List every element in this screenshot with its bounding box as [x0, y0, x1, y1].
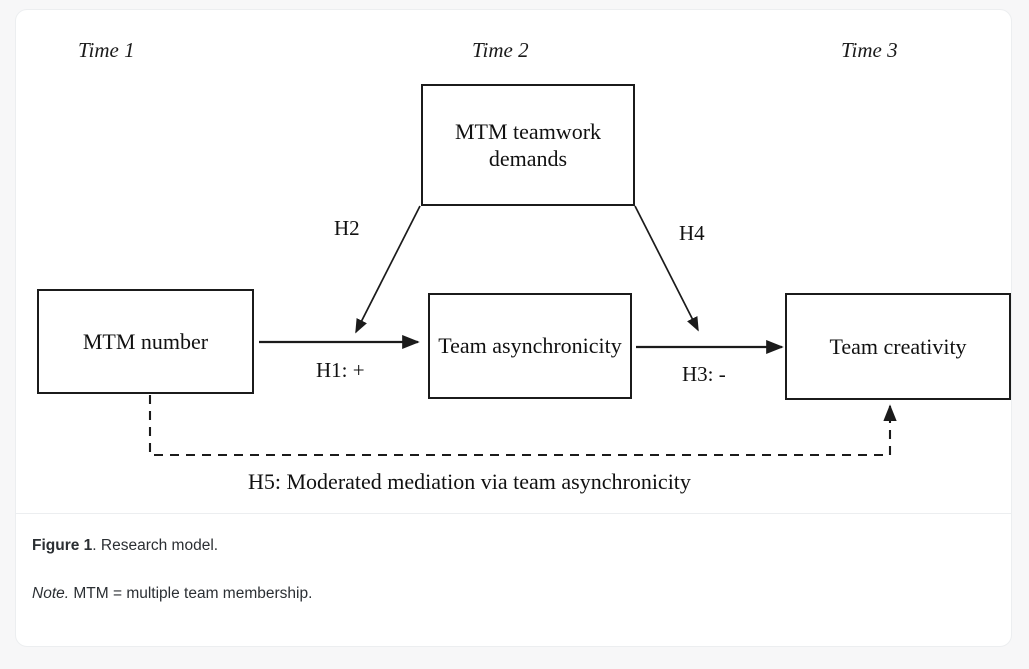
path-label-h4: H4 [679, 221, 705, 245]
research-model-diagram: Time 1 Time 2 Time 3 [16, 10, 1011, 513]
arrow-h2 [355, 205, 421, 334]
timeline-label-time-2: Time 2 [472, 38, 529, 62]
path-label-h2: H2 [334, 216, 360, 240]
figure-title: . Research model. [92, 537, 219, 554]
note-label: Note. [32, 585, 70, 603]
node-label: MTM teamwork demands [454, 118, 602, 172]
arrow-h5-dashed [148, 395, 897, 457]
timeline-label-time-3: Time 3 [841, 38, 898, 62]
figure-card: Time 1 Time 2 Time 3 [15, 9, 1012, 647]
path-label-h3: H3: - [682, 362, 726, 386]
figure-caption: Figure 1. Research model. Note. MTM = mu… [32, 535, 992, 606]
node-label: Team asynchronicity [438, 333, 622, 359]
path-label-h1: H1: + [316, 358, 365, 382]
figure-number: Figure 1 [32, 537, 93, 554]
node-mtm-number: MTM number [37, 289, 254, 394]
node-label: MTM number [82, 328, 209, 354]
path-label-h5: H5: Moderated mediation via team asynchr… [248, 469, 691, 494]
note-text: MTM = multiple team membership. [69, 585, 313, 603]
node-team-creativity: Team creativity [785, 293, 1011, 400]
timeline-label-time-1: Time 1 [78, 38, 135, 62]
arrow-h4 [634, 205, 699, 332]
caption-note-line: Note. MTM = multiple team membership. [32, 583, 992, 605]
node-mtm-teamwork-demands: MTM teamwork demands [421, 84, 635, 206]
node-team-asynchronicity: Team asynchronicity [428, 293, 632, 399]
caption-divider [16, 513, 1011, 514]
model-arrows [148, 205, 897, 457]
node-label: Team creativity [829, 333, 967, 359]
caption-title-line: Figure 1. Research model. [32, 535, 992, 557]
